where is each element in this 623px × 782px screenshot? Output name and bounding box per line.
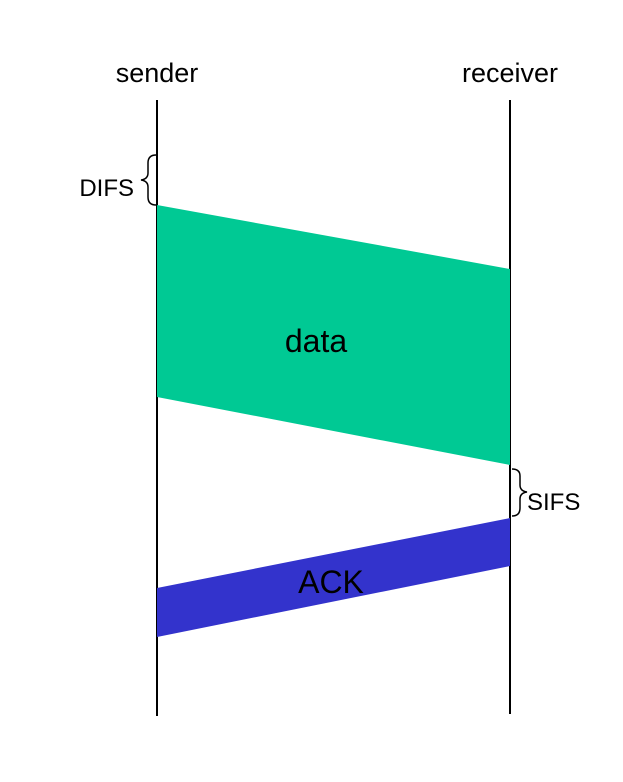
data-frame xyxy=(157,205,510,465)
ack-frame-label: ACK xyxy=(298,564,364,600)
sifs-label: SIFS xyxy=(527,489,580,516)
data-frame-label: data xyxy=(285,323,347,359)
sender-label: sender xyxy=(116,58,199,88)
difs-label: DIFS xyxy=(79,175,134,202)
receiver-label: receiver xyxy=(462,58,558,88)
sifs-brace xyxy=(511,468,528,517)
ack-frame xyxy=(157,518,510,637)
difs-brace xyxy=(140,154,157,206)
